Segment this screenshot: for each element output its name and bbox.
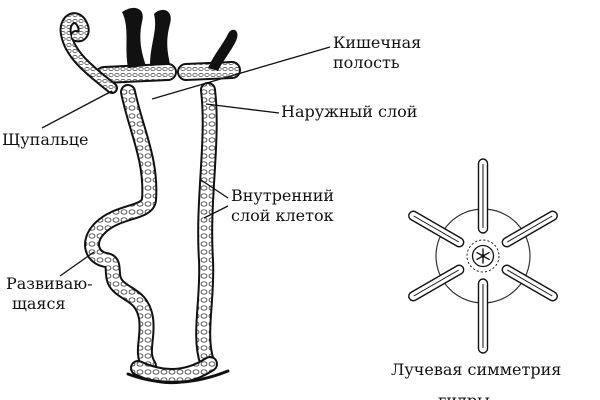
leader-line-inner-layer-upper	[200, 179, 229, 199]
leader-line-bud	[59, 251, 95, 277]
body-collar	[95, 61, 241, 84]
label-developing-bud: Развиваю- щаяся	[6, 274, 93, 314]
leader-lines	[41, 46, 331, 277]
label-gut-cavity-line2: полость	[333, 53, 400, 72]
label-outer-layer: Наружный слой	[281, 102, 417, 122]
label-tentacle-text: Щупальце	[2, 130, 89, 149]
label-developing-bud-line2: щаяся	[12, 294, 66, 313]
label-radial-symmetry: Лучевая симметрия	[391, 360, 561, 380]
label-gut-cavity-line1: Кишечная	[333, 33, 422, 52]
hydra-illustration	[59, 7, 241, 385]
leader-line-gut-cavity	[151, 46, 331, 100]
label-outer-layer-text: Наружный слой	[281, 102, 418, 121]
dark-tentacles	[122, 7, 238, 71]
radial-spokes	[408, 158, 558, 354]
leader-line-outer-layer	[205, 103, 280, 114]
tentacle-drawing	[59, 12, 118, 94]
radial-symmetry-figure	[408, 158, 558, 354]
label-radial-symmetry-text: Лучевая симметрия	[391, 360, 562, 379]
label-inner-layer-line2: слой клеток	[231, 206, 334, 225]
radial-center	[466, 239, 500, 273]
leader-line-inner-layer-lower	[203, 205, 229, 219]
body-base	[126, 356, 230, 385]
label-gut-cavity: Кишечная полость	[333, 33, 421, 73]
label-developing-bud-line1: Развиваю-	[6, 274, 93, 293]
label-inner-layer-line1: Внутренний	[231, 186, 335, 205]
body-wall-right	[195, 82, 218, 370]
label-radial-symmetry-sub-text: гидры	[438, 391, 490, 400]
label-radial-symmetry-sub: гидры	[438, 391, 490, 400]
label-inner-layer: Внутренний слой клеток	[231, 186, 334, 226]
label-tentacle: Щупальце	[2, 130, 89, 150]
leader-line-tentacle	[41, 90, 113, 129]
body-wall-left	[84, 84, 158, 374]
